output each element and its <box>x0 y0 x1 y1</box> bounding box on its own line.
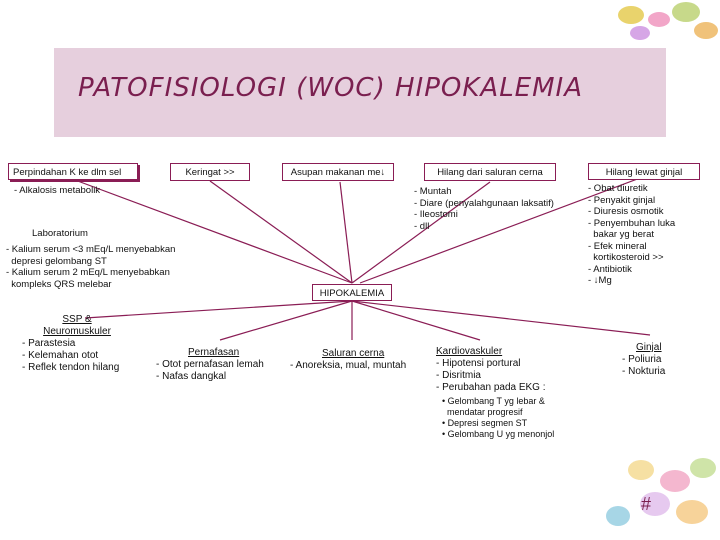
list-item: kompleks QRS melebar <box>6 278 112 290</box>
list-item: • Gelombang T yg lebar & <box>442 396 545 406</box>
list-item: - Diare (penyalahgunaan laksatif) <box>414 197 554 209</box>
list-item: - Parastesia <box>22 338 76 349</box>
lab-label: Laboratorium <box>32 228 88 239</box>
list-item: - Muntah <box>414 186 452 197</box>
effect-title: Neuromuskuler <box>43 326 111 337</box>
cause-asupan: Asupan makanan me↓ <box>282 163 394 181</box>
saluran-cerna-list: - Muntah - Diare (penyalahgunaan laksati… <box>414 186 554 232</box>
effect-ginjal: Ginjal - Poliuria - Nokturia <box>622 342 665 378</box>
list-item: - dll <box>414 220 430 232</box>
page-mark: # <box>641 494 652 514</box>
page-title: PATOFISIOLOGI (WOC) HIPOKALEMIA <box>78 73 583 103</box>
effect-ssp: SSP & Neuromuskuler - Parastesia - Kelem… <box>22 314 132 374</box>
list-item: - Nafas dangkal <box>156 371 227 382</box>
effect-title: Ginjal <box>636 342 662 353</box>
list-item: - Disritmia <box>436 370 481 381</box>
list-item: • Depresi segmen ST <box>442 418 528 428</box>
list-item: - Hipotensi portural <box>436 358 521 369</box>
list-item: - Diuresis osmotik <box>588 206 664 217</box>
effect-title: Saluran cerna <box>322 348 385 359</box>
list-item: - Otot pernafasan lemah <box>156 359 264 370</box>
list-item: - Antibiotik <box>588 263 632 275</box>
list-item: - Penyakit ginjal <box>588 194 656 206</box>
list-item: - Kalium serum <3 mEq/L menyebabkan <box>6 244 176 255</box>
cause-ginjal: Hilang lewat ginjal <box>588 163 700 180</box>
cause-perpindahan: Perpindahan K ke dlm sel <box>8 163 138 180</box>
cause-keringat: Keringat >> <box>170 163 250 181</box>
list-item: mendatar progresif <box>442 407 523 417</box>
list-item: - Kalium serum 2 mEq/L menyebabkan <box>6 267 170 278</box>
lab-list: - Kalium serum <3 mEq/L menyebabkan depr… <box>6 244 175 290</box>
effect-saluran-cerna: Saluran cerna - Anoreksia, mual, muntah <box>290 348 406 372</box>
effect-title: Kardiovaskuler <box>436 346 503 357</box>
title-band <box>54 48 666 137</box>
effect-pernafasan: Pernafasan - Otot pernafasan lemah - Naf… <box>156 347 264 383</box>
list-item: depresi gelombang ST <box>6 255 107 267</box>
effect-kardiovaskuler: Kardiovaskuler - Hipotensi portural - Di… <box>436 346 554 440</box>
list-item: - Perubahan pada EKG : <box>436 382 546 393</box>
list-item: - Nokturia <box>622 366 666 377</box>
cause-saluran-cerna: Hilang dari saluran cerna <box>424 163 556 181</box>
list-item: - Obat diuretik <box>588 183 648 194</box>
list-item: - Kelemahan otot <box>22 350 99 361</box>
list-item: - Reflek tendon hilang <box>22 362 120 373</box>
list-item: - ↓Mg <box>588 275 612 286</box>
list-item: - Efek mineral <box>588 240 647 252</box>
list-item: - Anoreksia, mual, muntah <box>290 360 407 371</box>
list-item: bakar yg berat <box>588 229 655 240</box>
list-item: - Poliuria <box>622 354 662 365</box>
effect-title: SSP & <box>62 314 92 325</box>
ginjal-cause-list: - Obat diuretik - Penyakit ginjal - Diur… <box>588 183 675 287</box>
list-item: - Penyembuhan luka <box>588 217 676 229</box>
list-item: kortikosteroid >> <box>588 252 664 263</box>
list-item: • Gelombang U yg menonjol <box>442 429 555 439</box>
effect-title: Pernafasan <box>188 347 240 358</box>
list-item: - Ileostomi <box>414 209 458 220</box>
center-node-hipokalemia: HIPOKALEMIA <box>312 284 392 301</box>
alkalosis-text: - Alkalosis metabolik <box>14 185 101 196</box>
